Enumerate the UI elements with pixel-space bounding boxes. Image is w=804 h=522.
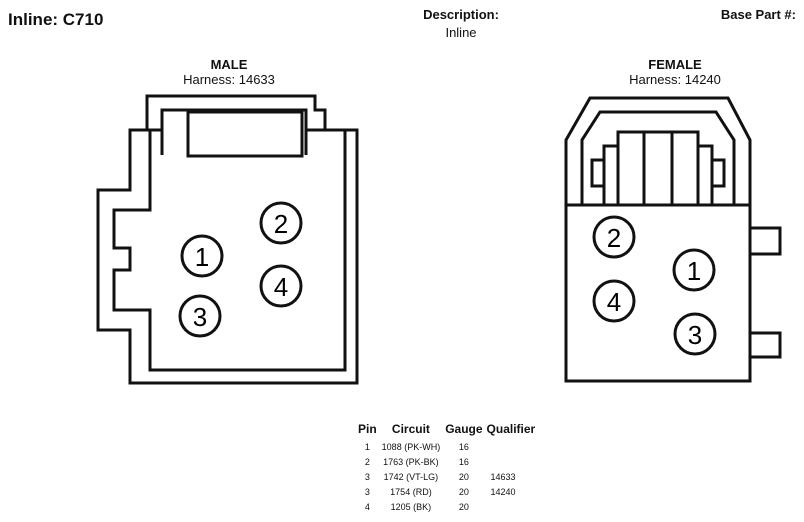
header-circuit: Circuit [391,422,430,436]
male-pin-4-label: 4 [274,272,288,302]
header-qualifier: Qualifier [486,422,536,436]
female-pin-4: 4 [592,279,636,323]
female-pin-4-label: 4 [607,287,621,317]
female-connector-body [564,96,782,383]
row-qualifier [485,455,538,470]
row-pin: 2 [364,456,370,467]
female-harness: Harness: 14240 [629,72,721,87]
table-row: 4 1205 (BK) 20 [356,500,537,515]
row-pin: 3 [364,471,370,482]
row-pin: 3 [364,486,370,497]
male-pin-2: 2 [259,201,303,245]
base-part-label: Base Part #: [720,7,796,22]
row-circuit: 1205 (BK) [390,501,432,512]
male-pin-3: 3 [178,294,222,338]
row-gauge: 16 [458,456,469,467]
male-pin-1: 1 [180,234,224,278]
male-connector-body [96,94,359,385]
table-row: 3 1754 (RD) 20 14240 [356,485,537,500]
row-circuit: 1742 (VT-LG) [383,471,439,482]
row-pin: 1 [364,441,370,452]
row-gauge: 20 [458,471,469,482]
female-label: FEMALE [648,57,702,72]
header-gauge: Gauge [445,422,483,436]
male-pin-1-label: 1 [195,242,209,272]
male-pin-3-label: 3 [193,302,207,332]
female-pin-3: 3 [673,312,717,356]
female-pin-2: 2 [592,215,636,259]
female-pin-2-label: 2 [607,223,621,253]
row-gauge: 20 [458,486,469,497]
row-qualifier: 14633 [490,471,516,482]
table-row: 2 1763 (PK-BK) 16 [356,455,537,470]
description-label: Description: [423,7,499,22]
female-pin-1: 1 [672,248,716,292]
row-circuit: 1754 (RD) [390,486,432,497]
male-harness: Harness: 14633 [183,72,275,87]
row-gauge: 20 [458,501,469,512]
female-pin-3-label: 3 [688,320,702,350]
pin-table: Pin Circuit Gauge Qualifier 1 1088 (PK-W… [356,422,537,515]
row-gauge: 16 [458,441,469,452]
row-qualifier: 14240 [490,486,516,497]
pin-table-header: Pin Circuit Gauge Qualifier [356,422,537,440]
description-value: Inline [445,25,477,40]
male-pin-2-label: 2 [274,209,288,239]
header-pin: Pin [358,422,377,436]
row-pin: 4 [364,501,370,512]
row-qualifier [485,500,538,515]
row-circuit: 1088 (PK-WH) [381,441,441,452]
male-pin-4: 4 [259,264,303,308]
row-circuit: 1763 (PK-BK) [383,456,439,467]
connector-title: Inline: C710 [8,10,104,29]
table-row: 3 1742 (VT-LG) 20 14633 [356,470,537,485]
male-label: MALE [210,57,248,72]
row-qualifier [485,440,538,455]
table-row: 1 1088 (PK-WH) 16 [356,440,537,455]
female-pin-1-label: 1 [687,256,701,286]
